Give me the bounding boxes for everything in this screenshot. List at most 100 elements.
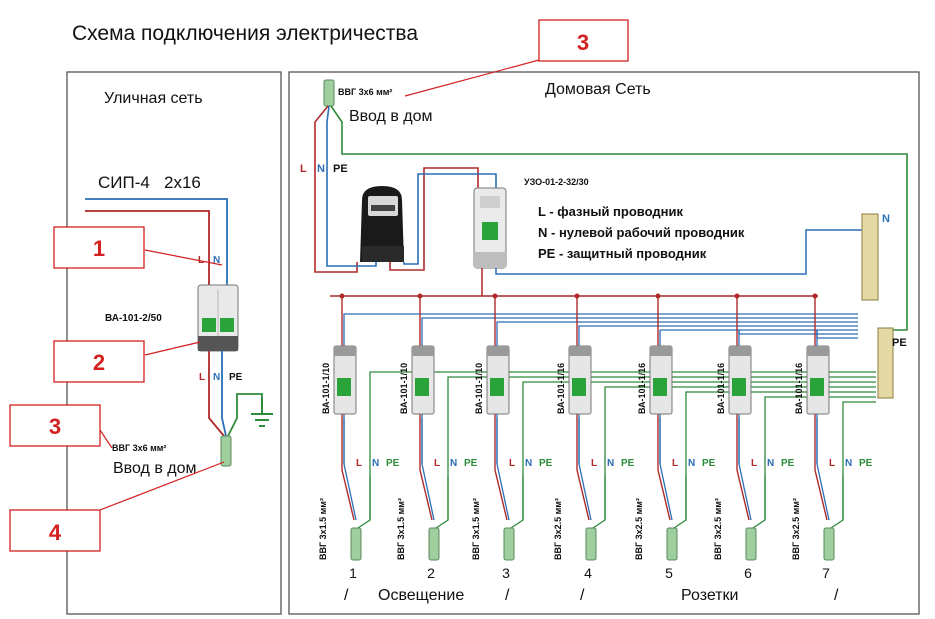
- circuit-2-breaker-top: [412, 346, 434, 356]
- group-slash: /: [344, 587, 349, 604]
- circuit-7-breaker-lever: [810, 378, 824, 396]
- circuit-3-cable-label: ВВГ 3х1.5 мм²: [471, 498, 481, 560]
- circuit-3-cable-gland: [503, 527, 515, 561]
- circuit-2-neutral-to-cable: [421, 463, 435, 521]
- house-n-label: N: [317, 163, 325, 175]
- house-panel-title: Домовая Сеть: [545, 81, 651, 98]
- circuit-5-pe-label: PE: [702, 458, 716, 469]
- circuit-7-breaker-label: ВА-101-1/16: [794, 363, 804, 414]
- circuit-5-number: 5: [665, 565, 673, 581]
- circuit-4-neutral-to-cable: [578, 463, 592, 521]
- circuit-5-neutral-to-cable: [659, 463, 673, 521]
- circuit-7-bus-joint: [812, 293, 818, 299]
- circuit-4-n-label: N: [607, 458, 614, 469]
- callout-2-pointer: [144, 341, 201, 356]
- lighting-group-label: Освещение: [378, 587, 464, 604]
- circuit-7-neutral-to-cable: [816, 463, 830, 521]
- callout-3-pointer: [99, 429, 113, 449]
- circuit-2-bus-joint: [417, 293, 423, 299]
- sockets-group-label: Розетки: [681, 587, 738, 604]
- neutral-bus-label: N: [882, 213, 890, 225]
- street-pe-label: PE: [229, 372, 243, 383]
- callout-4-pointer: [99, 461, 225, 511]
- callout-1: 1: [53, 226, 145, 269]
- street-panel-title: Уличная сеть: [104, 90, 203, 107]
- circuit-1-number: 1: [349, 565, 357, 581]
- circuit-6-earth-to-cable: [752, 476, 766, 529]
- main-breaker-label: ВА-101-2/50: [105, 313, 162, 324]
- svg-text:3: 3: [49, 414, 61, 439]
- circuit-2-n-label: N: [450, 458, 457, 469]
- rcd-device: [473, 187, 507, 269]
- circuit-1-breaker-label: ВА-101-1/10: [321, 363, 331, 414]
- circuit-2-number: 2: [427, 565, 435, 581]
- circuit-7-cable-label: ВВГ 3х2.5 мм²: [791, 498, 801, 560]
- street-phase-out: [208, 351, 225, 437]
- callout-3-house-pointer: [404, 59, 540, 97]
- house-input-cable: ВВГ 3х6 мм²: [338, 87, 392, 97]
- circuit-3-pe-label: PE: [539, 458, 553, 469]
- callout-4: 4: [9, 509, 101, 552]
- circuit-6-l-label: L: [751, 458, 757, 469]
- street-n2-label: N: [213, 372, 220, 383]
- circuit-2-l-label: L: [434, 458, 440, 469]
- circuit-4-bus-joint: [574, 293, 580, 299]
- legend-phase: L - фазный проводник: [538, 204, 683, 219]
- callout-2: 2: [53, 340, 145, 383]
- energy-meter-icon: [360, 186, 404, 262]
- legend-neutral: N - нулевой рабочий проводник: [538, 225, 745, 240]
- circuit-7-pe-label: PE: [859, 458, 873, 469]
- circuit-3-breaker-label: ВА-101-1/10: [474, 363, 484, 414]
- circuit-3-earth-to-cable: [510, 476, 524, 529]
- house-l-label: L: [300, 163, 307, 175]
- ground-icon: [251, 398, 273, 427]
- circuit-7-number: 7: [822, 565, 830, 581]
- circuit-4-pe-label: PE: [621, 458, 635, 469]
- circuit-6-neutral-to-cable: [738, 463, 752, 521]
- street-cable-gland: [220, 435, 232, 467]
- circuit-3-number: 3: [502, 565, 510, 581]
- circuit-2-earth-to-cable: [435, 476, 449, 529]
- circuit-1-earth-to-cable: [357, 476, 371, 529]
- street-neutral-wire: [85, 198, 228, 288]
- street-neutral-out: [221, 351, 227, 437]
- circuit-5-bus-joint: [655, 293, 661, 299]
- circuit-3-bus-joint: [492, 293, 498, 299]
- circuit-4-cable-label: ВВГ 3х2.5 мм²: [553, 498, 563, 560]
- circuit-3-l-label: L: [509, 458, 515, 469]
- legend-earth: PE - защитный проводник: [538, 246, 707, 261]
- circuit-3-breaker-lever: [490, 378, 504, 396]
- svg-text:3: 3: [577, 30, 589, 55]
- circuit-6-n-label: N: [767, 458, 774, 469]
- circuit-4-l-label: L: [591, 458, 597, 469]
- circuit-7-n-label: N: [845, 458, 852, 469]
- circuit-1-breaker-lever: [337, 378, 351, 396]
- circuit-7-breaker-top: [807, 346, 829, 356]
- circuit-4-earth-to-cable: [592, 476, 606, 529]
- circuit-2-phase-wire: [419, 296, 433, 521]
- circuit-7-earth-to-cable: [830, 476, 844, 529]
- group-slash: /: [834, 587, 839, 604]
- circuit-3-n-label: N: [525, 458, 532, 469]
- main-breaker: [197, 284, 239, 352]
- street-input-cable: ВВГ 3х6 мм²: [112, 443, 166, 453]
- circuit-5-n-label: N: [688, 458, 695, 469]
- circuit-5-phase-wire: [657, 296, 671, 521]
- circuit-3-breaker-top: [487, 346, 509, 356]
- circuit-6-breaker-label: ВА-101-1/16: [716, 363, 726, 414]
- circuit-1-bus-joint: [339, 293, 345, 299]
- circuit-6-phase-wire: [736, 296, 750, 521]
- circuit-6-cable-label: ВВГ 3х2.5 мм²: [713, 498, 723, 560]
- circuit-6-bus-joint: [734, 293, 740, 299]
- circuit-7-phase-wire: [814, 296, 828, 521]
- circuit-5-earth-to-cable: [673, 476, 687, 529]
- earth-bus-bar: [877, 327, 894, 399]
- house-phase-feed: [314, 105, 358, 273]
- circuit-1-breaker-top: [334, 346, 356, 356]
- circuit-6-number: 6: [744, 565, 752, 581]
- earth-bus-label: PE: [892, 337, 907, 349]
- rcd-label: УЗО-01-2-32/30: [524, 177, 589, 187]
- circuit-5-cable-label: ВВГ 3х2.5 мм²: [634, 498, 644, 560]
